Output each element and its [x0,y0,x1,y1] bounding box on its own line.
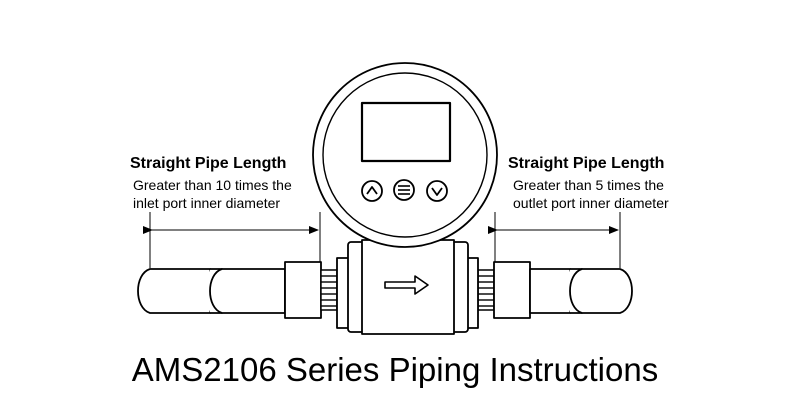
outlet-pipe [493,261,633,319]
chevron-up-icon [366,186,378,195]
inlet-thread [320,269,338,311]
chevron-down-icon [431,187,443,196]
outlet-note-line2: outlet port inner diameter [513,195,669,211]
up-button[interactable] [361,180,383,202]
menu-button[interactable] [393,179,415,201]
sensor-body [336,231,479,335]
page-title: AMS2106 Series Piping Instructions [131,351,659,388]
lcd-display [360,101,452,163]
outlet-note-line1: Greater than 5 times the [513,177,664,193]
down-button[interactable] [426,180,448,202]
inlet-pipe [137,261,322,319]
gauge-head [312,62,498,248]
outlet-heading: Straight Pipe Length [508,155,664,172]
inlet-note-line1: Greater than 10 times the [133,177,292,193]
inlet-dimension-line [143,212,321,268]
menu-icon [398,185,410,195]
inlet-heading: Straight Pipe Length [130,155,286,172]
outlet-dimension-line [488,212,621,268]
flow-direction-arrow [384,275,429,295]
inlet-note-line2: inlet port inner diameter [133,195,280,211]
outlet-thread [477,269,495,311]
